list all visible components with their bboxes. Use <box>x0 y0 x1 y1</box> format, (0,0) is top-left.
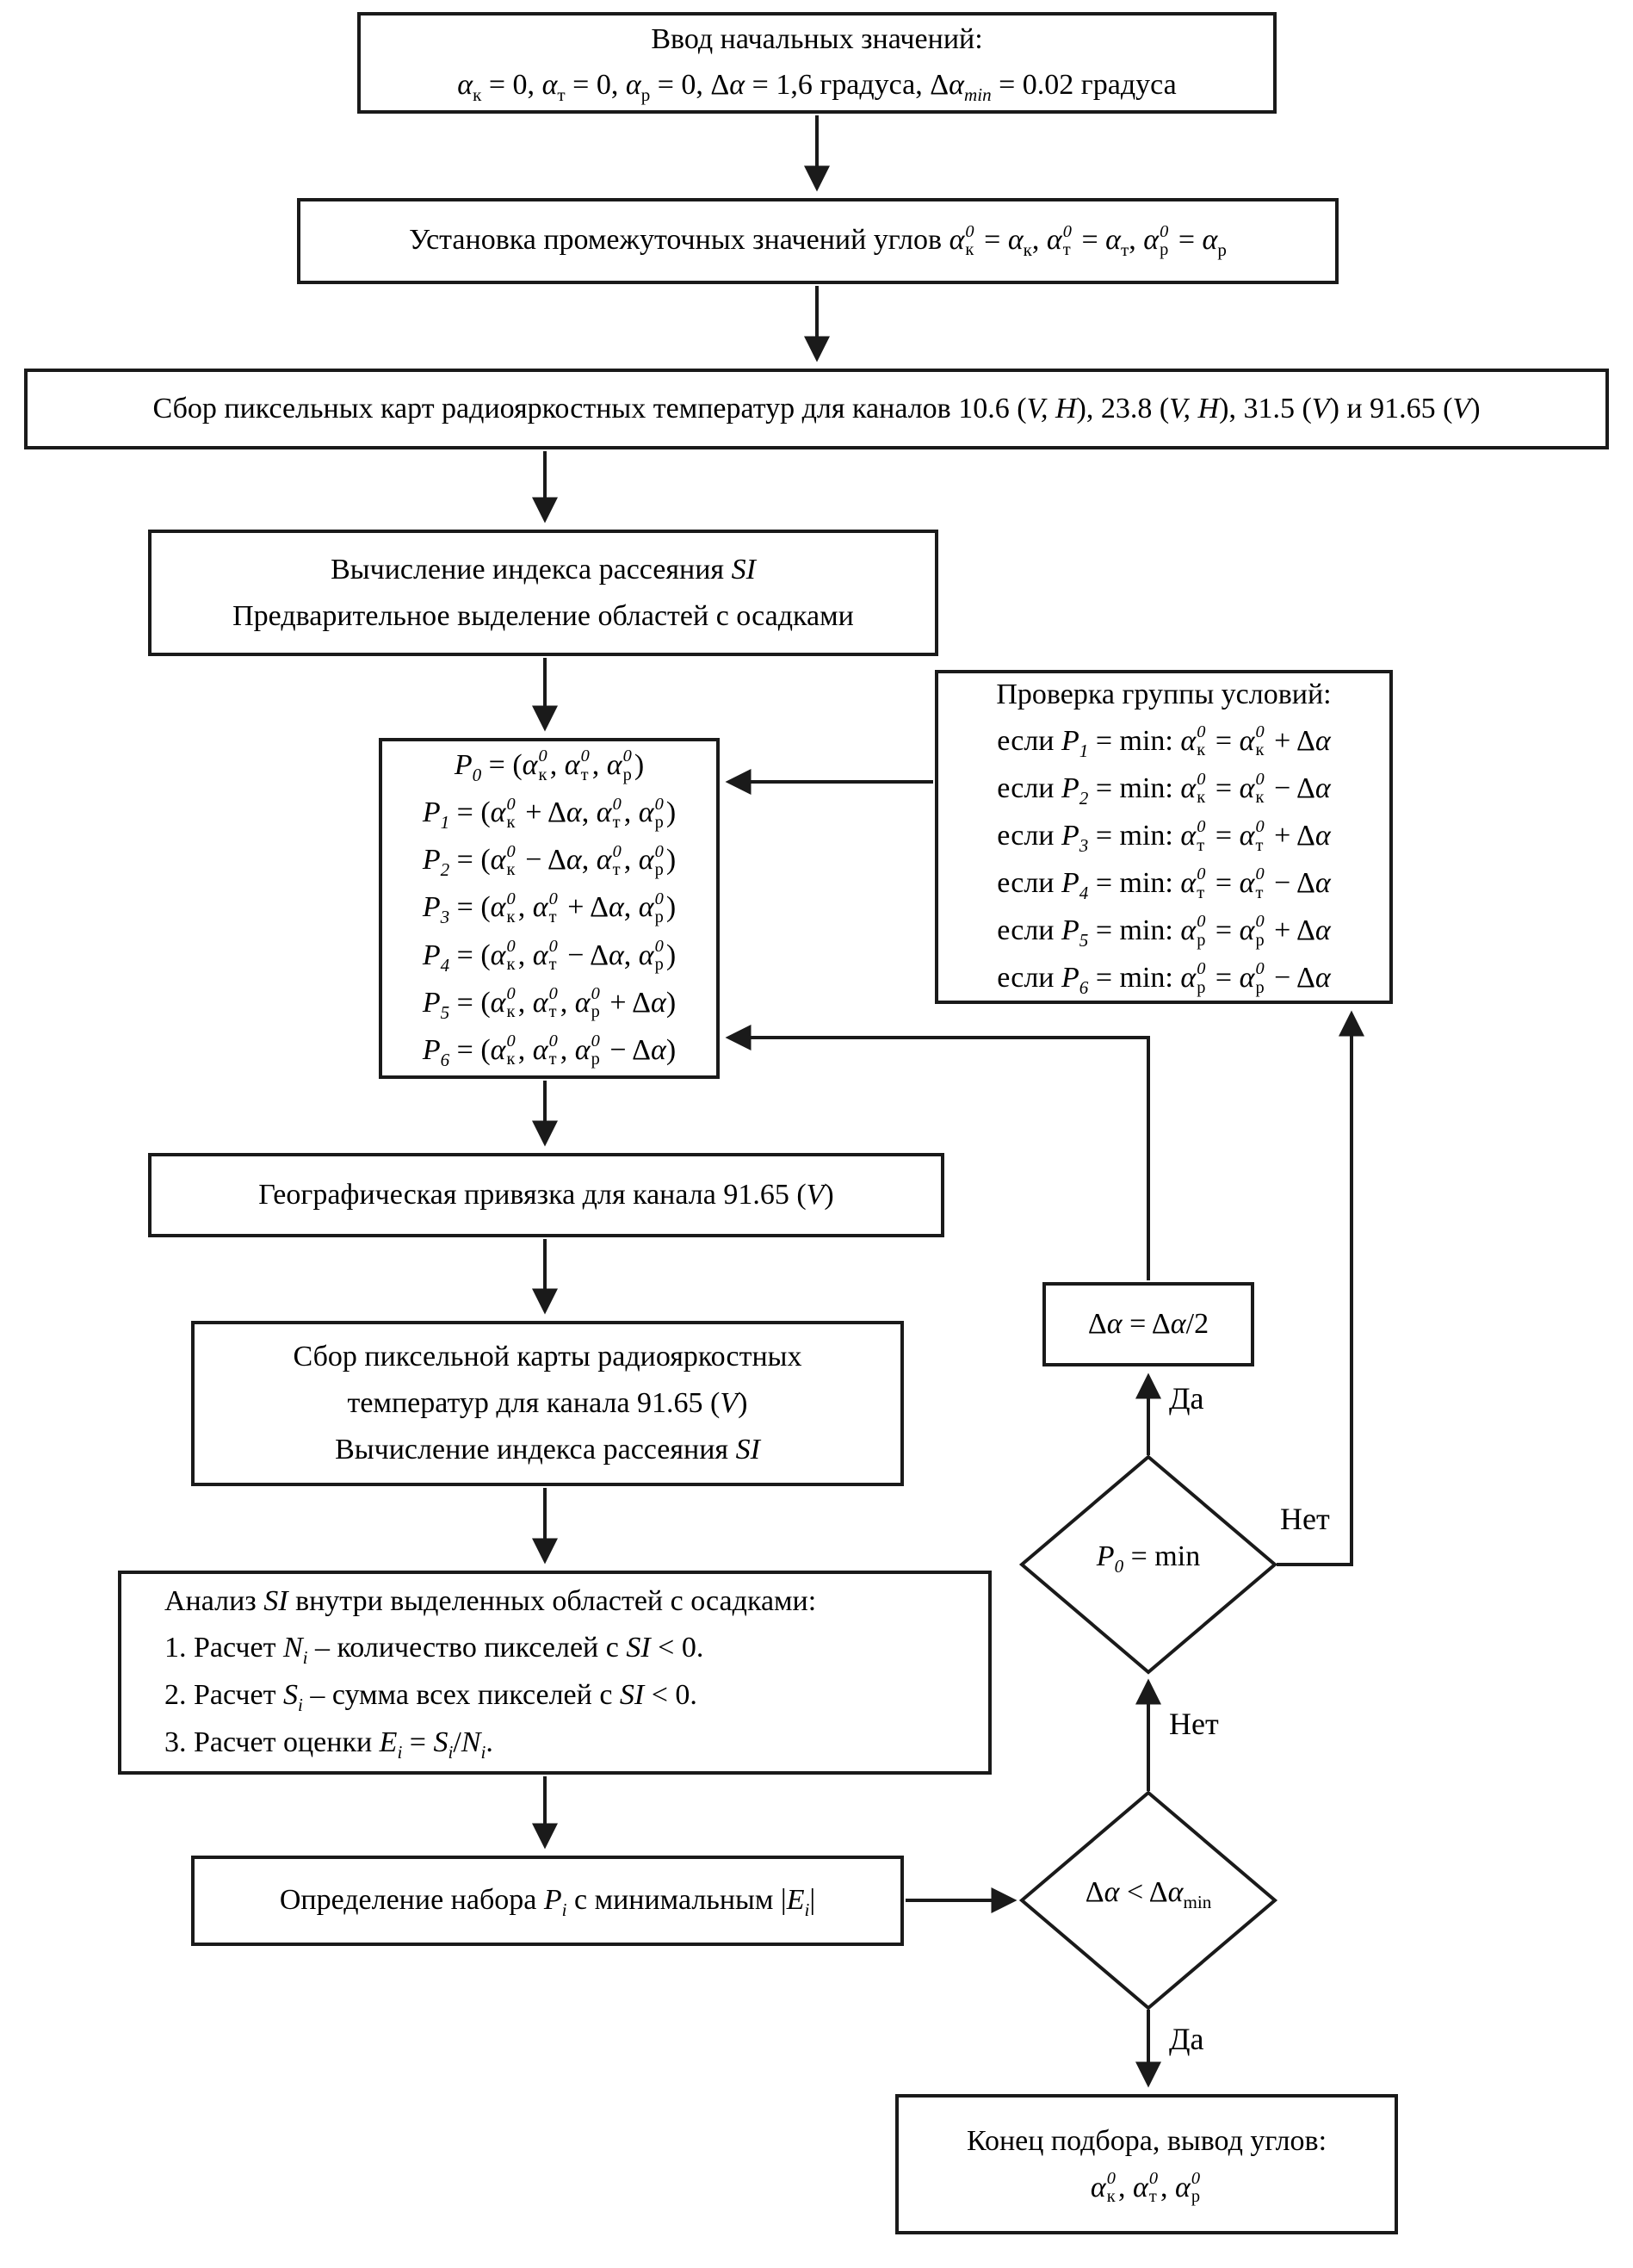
box-scatter-index: Вычисление индекса рассеяния SI Предвари… <box>148 530 938 656</box>
set-angles-text: Установка промежуточных значений углов α… <box>409 221 1227 261</box>
edge-label-yes-end: Да <box>1169 2022 1204 2056</box>
end-line: Конец подбора, вывод углов: <box>966 2124 1327 2157</box>
scatter-index-line: Вычисление индекса рассеяния SI <box>331 553 756 586</box>
box-collect-9165: Сбор пиксельной карты радиояркостных тем… <box>191 1321 904 1486</box>
collect-9165-line: Сбор пиксельной карты радиояркостных <box>293 1341 802 1373</box>
arrow-decision-p0-no-to-conditions <box>1277 1010 1364 1566</box>
box-si-analysis: Анализ SI внутри выделенных областей с о… <box>118 1571 992 1775</box>
analysis-line: Анализ SI внутри выделенных областей с о… <box>164 1585 817 1617</box>
decision-da-min-shape <box>1018 1790 1278 2011</box>
analysis-line: 3. Расчет оценки Ei = Si/Ni. <box>164 1726 493 1763</box>
collect-9165-line: температур для канала 91.65 (V) <box>347 1387 748 1420</box>
edge-label-yes-halve: Да <box>1169 1381 1204 1416</box>
init-title: Ввод начальных значений: <box>651 22 983 55</box>
decision-p0-min-shape <box>1018 1454 1278 1675</box>
box-geolocation: Географическая привязка для канала 91.65… <box>148 1153 944 1237</box>
decision-da-min-label: Δα < Δαmin <box>1085 1876 1212 1912</box>
box-collect-pixel-maps: Сбор пиксельных карт радиояркостных темп… <box>24 369 1609 449</box>
halve-text: Δα = Δα/2 <box>1087 1308 1209 1341</box>
decision-p0-min-label: P0 = min <box>1096 1540 1201 1577</box>
collect-9165-line: Вычисление индекса рассеяния SI <box>335 1433 760 1466</box>
analysis-line: 2. Расчет Si – сумма всех пикселей с SI … <box>164 1678 697 1715</box>
box-determine-min-set: Определение набора Pi с минимальным |Ei| <box>191 1856 904 1946</box>
box-condition-group: Проверка группы условий: если P1 = min: … <box>935 670 1393 1004</box>
condition-title: Проверка группы условий: <box>996 678 1332 710</box>
collect-maps-text: Сбор пиксельных карт радиояркостных темп… <box>152 393 1481 425</box>
scatter-index-line: Предварительное выделение областей с оса… <box>232 599 854 632</box>
edge-label-no-p0: Нет <box>1169 1707 1219 1741</box>
arrow-halve-to-p-sets <box>725 1025 1150 1280</box>
edge-label-no-conditions: Нет <box>1280 1502 1330 1536</box>
box-halve-delta: Δα = Δα/2 <box>1042 1282 1254 1366</box>
box-init-values: Ввод начальных значений: αк = 0, αт = 0,… <box>357 12 1277 114</box>
determine-text: Определение набора Pi с минимальным |Ei| <box>279 1883 816 1920</box>
geolocation-text: Географическая привязка для канала 91.65… <box>258 1179 834 1211</box>
init-formula: αк = 0, αт = 0, αр = 0, Δα = 1,6 градуса… <box>457 69 1177 106</box>
box-set-intermediate-angles: Установка промежуточных значений углов α… <box>297 198 1339 284</box>
analysis-line: 1. Расчет Ni – количество пикселей с SI … <box>164 1631 704 1668</box>
